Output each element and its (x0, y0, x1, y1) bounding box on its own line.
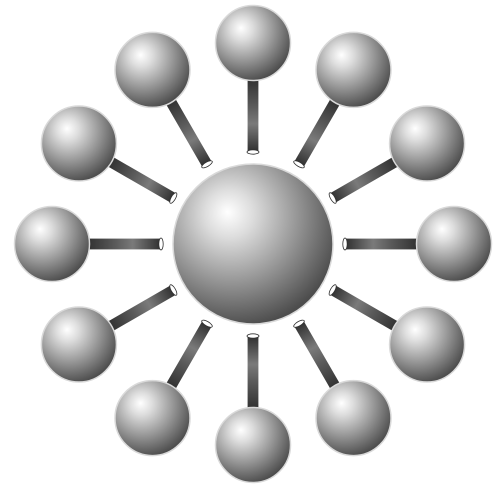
peripheral-atom-7 (216, 408, 291, 483)
peripheral-atom-2 (316, 32, 391, 107)
bond-7 (247, 334, 259, 410)
peripheral-atom-9 (41, 307, 116, 382)
bond-rod (87, 238, 161, 250)
peripheral-atom-5 (390, 307, 465, 382)
peripheral-atom-11 (41, 106, 116, 181)
bond-cap (343, 238, 347, 250)
peripheral-atom-12 (115, 32, 190, 107)
peripheral-atom-10 (15, 207, 90, 282)
bond-cap (247, 334, 259, 338)
bond-rod (247, 78, 259, 152)
peripheral-atom-1 (216, 6, 291, 81)
peripheral-atom-6 (316, 381, 391, 456)
bond-rod (345, 238, 419, 250)
bond-cap (159, 238, 163, 250)
peripheral-atom-3 (390, 106, 465, 181)
bond-4 (343, 238, 419, 250)
peripheral-atom-8 (115, 381, 190, 456)
bond-rod (247, 336, 259, 410)
bond-1 (247, 78, 259, 154)
bond-cap (247, 150, 259, 154)
center-atom (173, 164, 333, 324)
peripheral-atom-4 (417, 207, 492, 282)
bond-10 (87, 238, 163, 250)
